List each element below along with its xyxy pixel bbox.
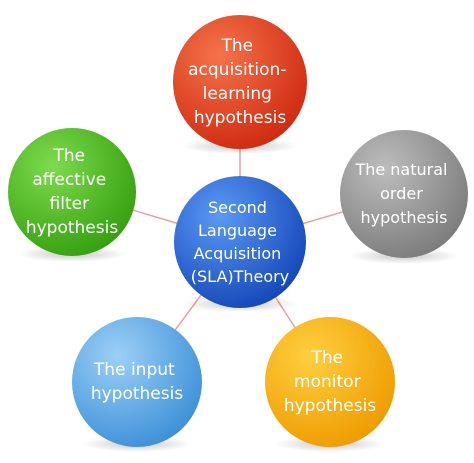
node-affective-filter-circle (8, 128, 136, 256)
node-acquisition-learning-line-3: learning (203, 84, 272, 104)
svg-text:The natural order: The natural order hypothesis (354, 160, 452, 227)
node-affective-filter-line-1: The (52, 146, 85, 166)
center-node-line-3: Acquisition (194, 244, 282, 263)
node-input-circle (72, 317, 202, 447)
svg-text:The affective filt: The affective filter hypothesis (26, 146, 119, 238)
node-affective-filter: The affective filter hypothesis (8, 128, 136, 262)
node-acquisition-learning: The acquisition- learning hypothesis (173, 15, 307, 154)
svg-text:The input hypothesis: The input hypothesis (91, 360, 184, 404)
node-monitor: The monitor hypothesis (265, 317, 395, 452)
node-natural-order-line-2: order (380, 184, 423, 203)
node-monitor-line-3: hypothesis (284, 396, 377, 416)
svg-text:The monitor hypoth: The monitor hypothesis (284, 348, 377, 416)
svg-text:Second Language Ac: Second Language Acquisition (SLA)Theory (191, 198, 289, 286)
node-input-line-1: The input (93, 360, 175, 380)
node-input: The input hypothesis (72, 317, 202, 452)
node-monitor-line-2: monitor (294, 372, 361, 392)
node-natural-order-line-1: The natural (354, 160, 447, 179)
node-monitor-line-1: The (310, 348, 343, 368)
node-acquisition-learning-circle (173, 15, 307, 149)
node-affective-filter-line-4: hypothesis (26, 218, 119, 238)
node-monitor-circle (265, 317, 395, 447)
svg-text:The acquisition- l: The acquisition- learning hypothesis (188, 36, 292, 128)
center-node-line-2: Language (198, 221, 277, 240)
node-affective-filter-line-3: filter (50, 194, 90, 214)
node-affective-filter-line-2: affective (32, 170, 106, 190)
node-natural-order-line-3: hypothesis (361, 208, 448, 227)
node-acquisition-learning-line-2: acquisition- (188, 60, 286, 80)
node-natural-order: The natural order hypothesis (340, 130, 468, 264)
node-acquisition-learning-line-4: hypothesis (194, 108, 287, 128)
center-node-circle (174, 176, 306, 308)
center-node: Second Language Acquisition (SLA)Theory (174, 176, 306, 312)
node-natural-order-circle (340, 130, 468, 258)
node-acquisition-learning-line-1: The (220, 36, 253, 56)
center-node-line-1: Second (208, 198, 267, 217)
node-input-line-2: hypothesis (91, 384, 184, 404)
center-node-line-4: (SLA)Theory (191, 267, 289, 286)
